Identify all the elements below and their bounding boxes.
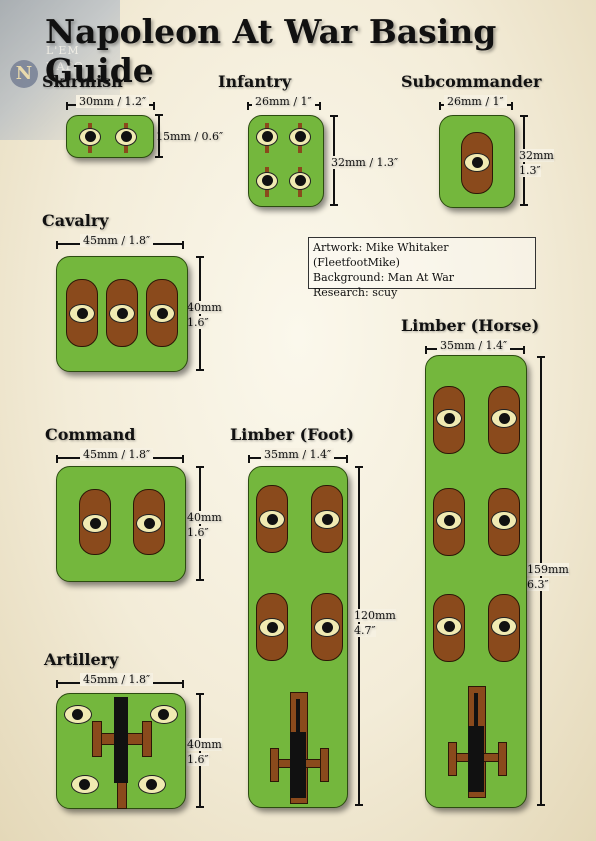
limber-foot-height-in: 4.7″: [354, 624, 376, 637]
command-label: Command: [45, 425, 136, 444]
cavalry-height-mm: 40mm: [187, 301, 222, 314]
artillery-base: [56, 693, 186, 809]
limber-horse-figure: [488, 386, 520, 454]
infantry-height-dim: 32mm / 1.3″: [331, 156, 399, 169]
infantry-figure: [289, 123, 311, 153]
skirmisher-figure: [79, 123, 101, 153]
credits-box: Artwork: Mike Whitaker (FleetfootMike) B…: [308, 237, 536, 299]
subcommander-label: Subcommander: [401, 72, 542, 91]
credit-background: Background: Man At War: [313, 271, 455, 284]
cavalry-width-dim: 45mm / 1.8″: [80, 234, 154, 247]
napoleon-emblem-icon: N: [10, 60, 38, 88]
gunner-figure: [138, 775, 166, 794]
limber-horse-height-in: 6.3″: [527, 578, 549, 591]
limber-horse-figure: [433, 386, 465, 454]
limber-crew-figure: [256, 593, 288, 661]
limber-foot-height-mm: 120mm: [354, 609, 396, 622]
limber-foot-base: [248, 466, 348, 808]
cavalry-figure: [66, 279, 98, 347]
infantry-base: [248, 115, 324, 207]
command-height-mm: 40mm: [187, 511, 222, 524]
limber-horse-label: Limber (Horse): [401, 316, 540, 335]
credit-research: Research: scuy: [313, 286, 398, 299]
limber-horse-base: [425, 355, 527, 808]
command-base: [56, 466, 186, 582]
command-figure: [133, 489, 165, 555]
gunner-figure: [150, 705, 178, 724]
cavalry-figure: [146, 279, 178, 347]
limber-foot-label: Limber (Foot): [230, 425, 354, 444]
limber-horse-figure: [433, 594, 465, 662]
subcommander-base: [439, 115, 515, 208]
gunner-figure: [64, 705, 92, 724]
artillery-label: Artillery: [44, 650, 119, 669]
infantry-figure: [289, 167, 311, 197]
skirmisher-figure: [115, 123, 137, 153]
skirmish-height-line: [155, 114, 168, 158]
subcommander-height-mm: 32mm: [519, 149, 554, 162]
skirmish-height-dim: 15mm / 0.6″: [156, 130, 224, 143]
subcommander-height-in: 1.3″: [519, 164, 541, 177]
limber-horse-figure: [488, 488, 520, 556]
infantry-figure: [256, 167, 278, 197]
limber-crew-figure: [311, 593, 343, 661]
limber-horse-figure: [433, 488, 465, 556]
limber-crew-figure: [256, 485, 288, 553]
command-height-in: 1.6″: [187, 526, 209, 539]
page-title: Napoleon At War Basing Guide: [45, 12, 497, 90]
artillery-height-in: 1.6″: [187, 753, 209, 766]
cavalry-figure: [106, 279, 138, 347]
limber-foot-width-dim: 35mm / 1.4″: [261, 448, 335, 461]
limber-horse-height-mm: 159mm: [527, 563, 569, 576]
skirmish-label: Skirmish: [42, 72, 123, 91]
infantry-figure: [256, 123, 278, 153]
skirmish-width-dim: 30mm / 1.2″: [76, 95, 150, 108]
subcommander-width-dim: 26mm / 1″: [444, 95, 507, 108]
subcommander-figure: [461, 132, 493, 194]
command-figure: [79, 489, 111, 555]
artillery-width-dim: 45mm / 1.8″: [80, 673, 154, 686]
artillery-height-mm: 40mm: [187, 738, 222, 751]
command-width-dim: 45mm / 1.8″: [80, 448, 154, 461]
infantry-label: Infantry: [218, 72, 292, 91]
limber-crew-figure: [311, 485, 343, 553]
skirmish-base: [66, 115, 154, 158]
limber-horse-figure: [488, 594, 520, 662]
infantry-width-dim: 26mm / 1″: [252, 95, 315, 108]
cavalry-height-in: 1.6″: [187, 316, 209, 329]
publisher-logo: N L'EM NAPO: [0, 0, 120, 140]
logo-text-line2: NAPO: [46, 60, 84, 73]
gunner-figure: [71, 775, 99, 794]
logo-text-line1: L'EM: [46, 44, 80, 57]
cavalry-label: Cavalry: [42, 211, 109, 230]
cavalry-base: [56, 256, 188, 372]
limber-horse-width-dim: 35mm / 1.4″: [437, 339, 511, 352]
credit-artwork: Artwork: Mike Whitaker (FleetfootMike): [313, 241, 449, 269]
